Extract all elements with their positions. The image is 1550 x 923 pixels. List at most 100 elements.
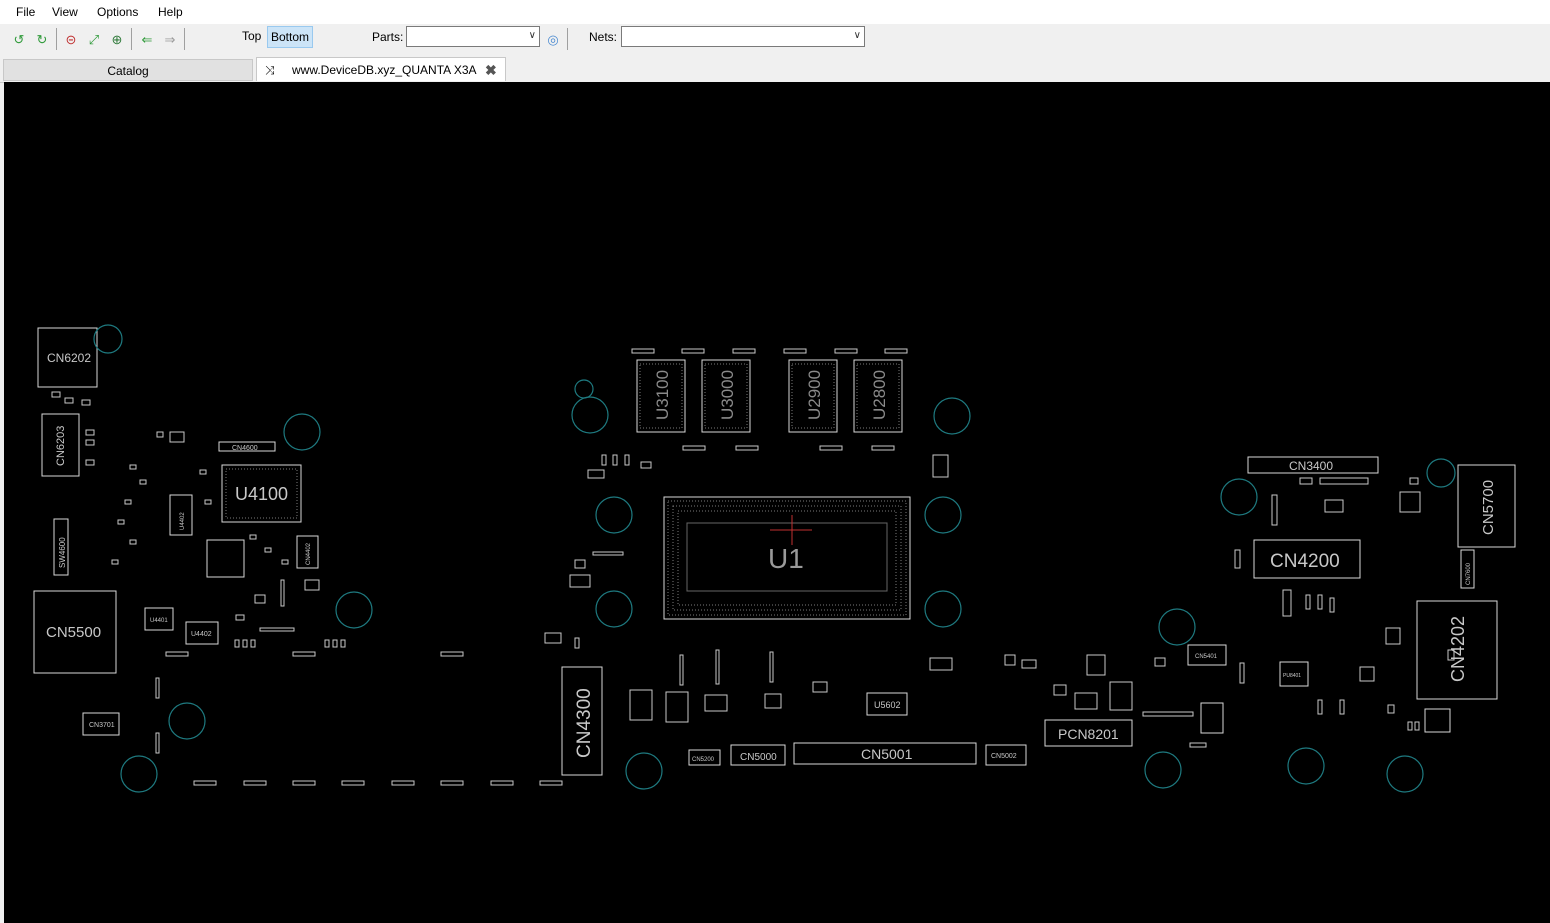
shuffle-icon: ⤨ xyxy=(265,63,275,77)
cn5401-label: CN5401 xyxy=(1195,654,1218,660)
mounting-hole xyxy=(595,590,633,628)
pu8401-label: PU8401 xyxy=(1283,673,1301,679)
pad-array xyxy=(791,363,835,429)
mounting-hole xyxy=(924,496,962,534)
u1-label: U1 xyxy=(768,543,804,574)
pcn8201-label: PCN8201 xyxy=(1058,726,1119,742)
mounting-hole xyxy=(924,590,962,628)
cn5000-label: CN5000 xyxy=(740,752,777,763)
tab-board[interactable]: ⤨ www.DeviceDB.xyz_QUANTA X3A ✖ xyxy=(256,57,506,81)
u5602-outline xyxy=(866,692,908,716)
menu-help[interactable]: Help xyxy=(158,5,183,19)
parts-label: Parts: xyxy=(372,30,404,44)
cn3400-outline xyxy=(1247,456,1379,474)
top-side-button[interactable]: Top xyxy=(242,29,262,43)
pad-array xyxy=(704,363,748,429)
cn4600-label: CN4600 xyxy=(232,445,258,452)
u2900-label: U2900 xyxy=(805,370,824,420)
cn5200-label: CN5200 xyxy=(692,757,715,763)
toolbar-separator xyxy=(56,28,57,50)
rotate-right-icon[interactable]: ↻ xyxy=(36,31,48,47)
mounting-hole xyxy=(335,591,373,629)
zoom-out-icon[interactable]: ⊝ xyxy=(65,31,77,47)
component-labels: CN6202 CN6203 SW4600 CN5500 CN3701 CN460… xyxy=(46,351,1497,763)
toolbar-separator xyxy=(131,28,132,50)
parts-combobox[interactable]: ∨ xyxy=(406,26,540,47)
mounting-hole xyxy=(1144,751,1182,789)
cn5000-outline xyxy=(730,744,786,766)
toolbar-separator xyxy=(184,28,185,50)
part-outline xyxy=(1200,702,1224,734)
menu-view[interactable]: View xyxy=(52,5,78,19)
u4402b-label: U4402 xyxy=(191,631,212,638)
cn5401-outline xyxy=(1187,644,1227,666)
pad-texture xyxy=(225,363,907,616)
bottom-dash-row xyxy=(155,348,908,786)
cn4300-label: CN4300 xyxy=(574,688,595,758)
cn5700-outline xyxy=(1457,464,1516,548)
toolbar: ↺ ↻ ⊝ ⤢ ⊕ ⇐ ⇒ Top Bottom Parts: ∨ ◎ Nets… xyxy=(0,24,1550,54)
cn4200-label: CN4200 xyxy=(1270,551,1340,572)
cn6202-label: CN6202 xyxy=(47,351,91,365)
sw4600-outline xyxy=(53,518,69,576)
forward-arrow-icon[interactable]: ⇒ xyxy=(164,31,176,47)
u2900-outline xyxy=(788,359,838,433)
u3100-label: U3100 xyxy=(653,370,672,420)
cn4202-label: CN4202 xyxy=(1448,616,1468,682)
pad-array xyxy=(677,510,897,606)
mounting-hole xyxy=(574,379,594,399)
u1-outline xyxy=(663,496,911,620)
nets-combobox[interactable]: ∨ xyxy=(621,26,865,47)
u3100-outline xyxy=(636,359,686,433)
cn4600-outline xyxy=(218,441,276,452)
mounting-hole xyxy=(93,324,123,354)
chevron-down-icon: ∨ xyxy=(853,30,861,41)
mounting-hole xyxy=(120,755,158,793)
pad-array xyxy=(667,500,907,616)
cn5500-outline xyxy=(33,590,117,674)
back-arrow-icon[interactable]: ⇐ xyxy=(141,31,153,47)
u1-inner-outline xyxy=(686,522,888,592)
cn5001-label: CN5001 xyxy=(861,746,913,762)
pu8401-outline xyxy=(1279,661,1309,687)
tab-bar: Catalog ⤨ www.DeviceDB.xyz_QUANTA X3A ✖ xyxy=(0,56,1550,83)
menu-options[interactable]: Options xyxy=(97,5,139,19)
u2800-outline xyxy=(853,359,903,433)
mounting-hole xyxy=(1287,747,1325,785)
bottom-side-button[interactable]: Bottom xyxy=(267,26,314,48)
zoom-in-icon[interactable]: ⊕ xyxy=(111,31,123,47)
cn6203-outline xyxy=(41,413,80,477)
close-icon[interactable]: ✖ xyxy=(485,62,497,78)
pad-array xyxy=(639,363,683,429)
cn3701-label: CN3701 xyxy=(89,722,115,729)
pcn8201-outline xyxy=(1044,719,1133,747)
cn5200-outline xyxy=(688,749,721,766)
sw4600-label: SW4600 xyxy=(58,537,67,568)
part-outline xyxy=(1424,708,1451,733)
mounting-hole xyxy=(1220,478,1258,516)
nets-label: Nets: xyxy=(589,30,618,44)
pad-array xyxy=(856,363,900,429)
pcb-canvas[interactable]: CN6202 CN6203 SW4600 CN5500 CN3701 CN460… xyxy=(4,82,1550,923)
mounting-holes xyxy=(93,324,1456,793)
search-bulb-icon[interactable]: ◎ xyxy=(547,31,559,47)
u4402-label: U4402 xyxy=(180,512,186,530)
u3000-outline xyxy=(701,359,751,433)
u4100-outline xyxy=(221,464,302,523)
cn5002-label: CN5002 xyxy=(991,753,1017,760)
u4300-outline xyxy=(206,539,245,578)
u4100-label: U4100 xyxy=(235,484,288,504)
mounting-hole xyxy=(625,752,663,790)
rotate-left-icon[interactable]: ↺ xyxy=(13,31,25,47)
fit-icon[interactable]: ⤢ xyxy=(88,31,100,47)
u4402b-outline xyxy=(185,621,219,645)
board-viewer[interactable]: CN6202 CN6203 SW4600 CN5500 CN3701 CN460… xyxy=(4,82,1550,923)
toolbar-separator xyxy=(567,28,568,50)
menu-file[interactable]: File xyxy=(16,5,36,19)
cn4202-outline xyxy=(1416,600,1498,700)
tab-catalog[interactable]: Catalog xyxy=(3,59,253,81)
cn4402-outline xyxy=(296,535,319,569)
cn5500-label: CN5500 xyxy=(46,624,101,641)
outlines xyxy=(33,327,1516,776)
cn7600-outline xyxy=(1460,549,1475,589)
